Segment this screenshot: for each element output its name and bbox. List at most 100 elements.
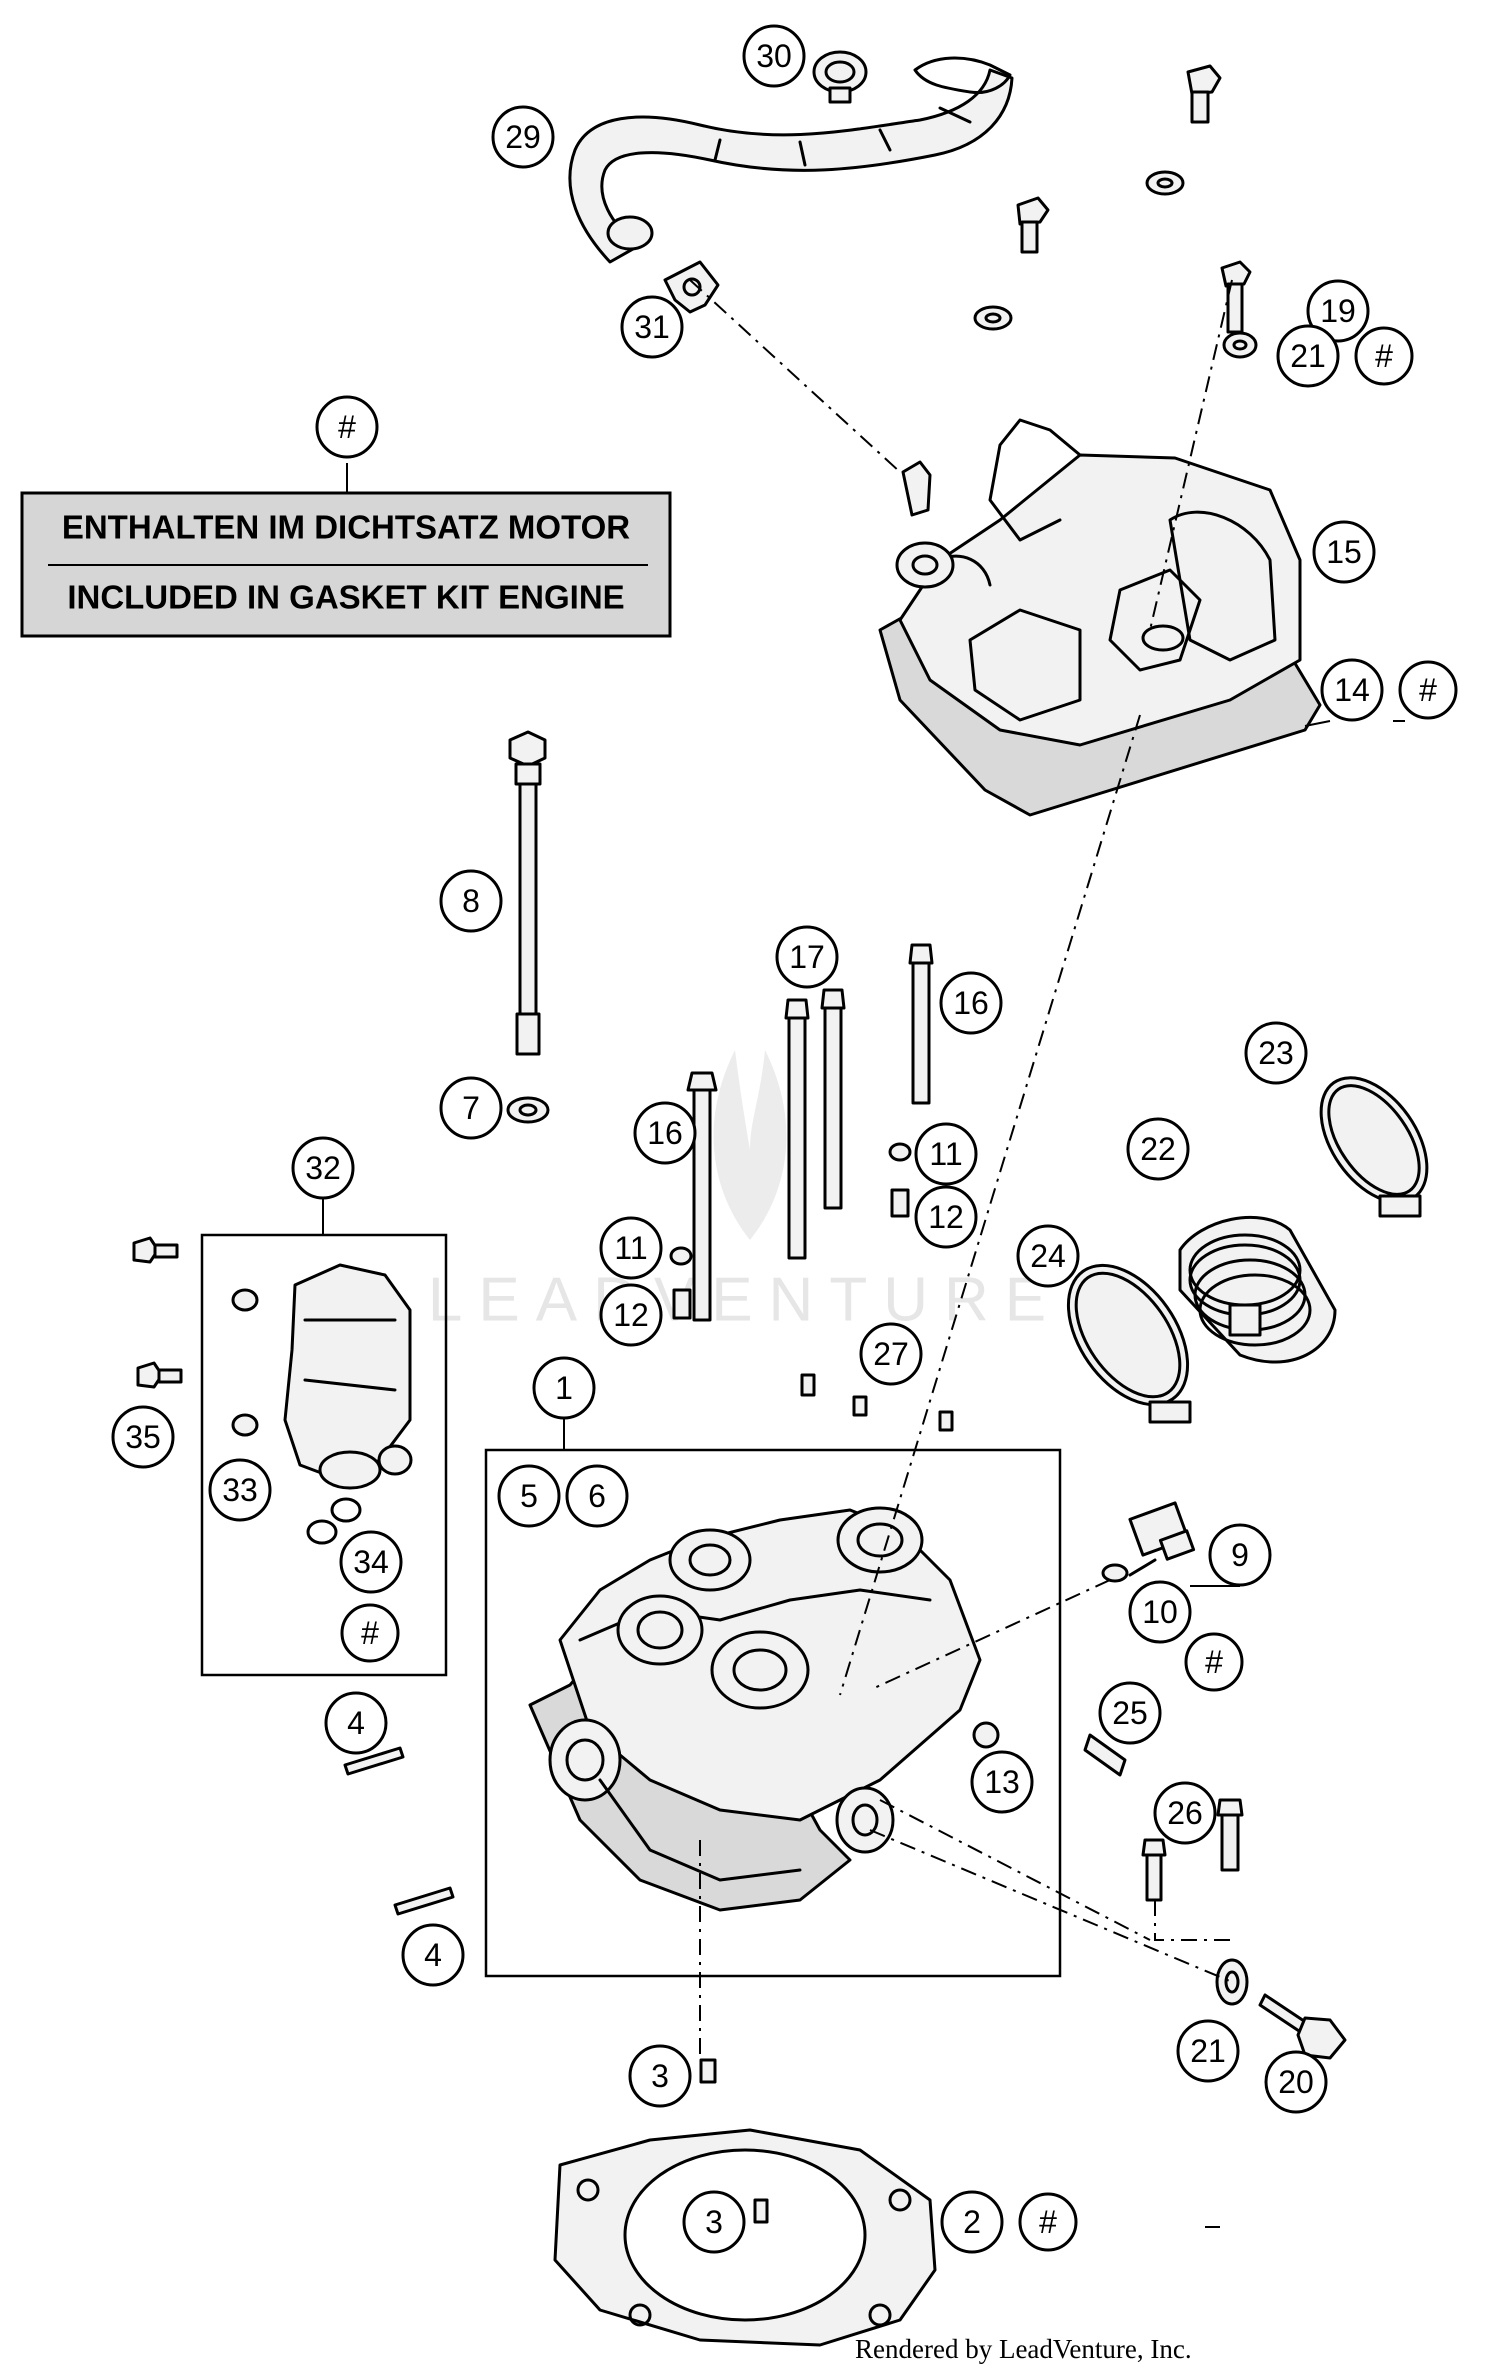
- svg-text:19: 19: [1320, 293, 1356, 329]
- callout-14-hash: #: [1398, 660, 1458, 720]
- svg-text:1: 1: [555, 1370, 573, 1406]
- svg-text:6: 6: [588, 1478, 606, 1514]
- hose-clip: [663, 260, 720, 314]
- svg-text:21: 21: [1190, 2033, 1226, 2069]
- svg-text:21: 21: [1290, 338, 1326, 374]
- svg-text:27: 27: [873, 1336, 909, 1372]
- svg-text:22: 22: [1140, 1131, 1176, 1167]
- svg-text:32: 32: [305, 1150, 341, 1186]
- callout-7: 7: [439, 1076, 503, 1140]
- small-plugs: [800, 1373, 954, 1432]
- callout-2-hash: #: [1018, 2192, 1078, 2252]
- svg-text:3: 3: [705, 2204, 723, 2240]
- svg-text:2: 2: [963, 2204, 981, 2240]
- callout-21b: 21: [1176, 2019, 1240, 2083]
- cylinder-head: [528, 1506, 982, 1912]
- svg-text:#: #: [1419, 672, 1437, 708]
- svg-text:29: 29: [505, 119, 541, 155]
- bolts-26: [1141, 1798, 1244, 1902]
- callout-26: 26: [1153, 1781, 1217, 1845]
- svg-text:9: 9: [1231, 1537, 1249, 1573]
- dowel-3: [699, 2058, 717, 2084]
- svg-text:33: 33: [222, 1472, 258, 1508]
- group-frame-1: [484, 1448, 1062, 1978]
- callout-1: 1: [532, 1356, 596, 1420]
- callout-6: 6: [565, 1464, 629, 1528]
- svg-text:26: 26: [1167, 1795, 1203, 1831]
- bolt-20-washer-21: [1215, 1958, 1347, 2060]
- head-studs: [686, 943, 934, 1322]
- callout-2: 2: [940, 2190, 1004, 2254]
- pins-4: [343, 1746, 455, 1916]
- nuts-33: [231, 1288, 259, 1437]
- svg-text:8: 8: [462, 883, 480, 919]
- svg-text:4: 4: [347, 1705, 365, 1741]
- callout-29: 29: [491, 105, 555, 169]
- svg-text:15: 15: [1326, 534, 1362, 570]
- temp-sensor: [1101, 1501, 1196, 1583]
- long-bolt: [508, 730, 547, 1056]
- plug-13: [972, 1721, 1000, 1749]
- cover-bolts-top: [973, 64, 1258, 359]
- washer-7: [506, 1096, 550, 1124]
- svg-text:#: #: [1375, 338, 1393, 374]
- callout-22: 22: [1126, 1117, 1190, 1181]
- callout-13: 13: [970, 1750, 1034, 1814]
- callout-23: 23: [1244, 1021, 1308, 1085]
- callout-11b: 11: [599, 1216, 663, 1280]
- svg-text:35: 35: [125, 1419, 161, 1455]
- svg-text:17: 17: [789, 939, 825, 975]
- callout-25: 25: [1098, 1681, 1162, 1745]
- nuts-sleeves: [669, 1142, 912, 1320]
- svg-text:10: 10: [1142, 1594, 1178, 1630]
- callout-19: 19: [1306, 279, 1370, 343]
- svg-text:7: 7: [462, 1090, 480, 1126]
- nipple-25: [1083, 1733, 1127, 1777]
- callout-3a: 3: [628, 2044, 692, 2108]
- svg-text:#: #: [1039, 2204, 1057, 2240]
- camshaft-bearing-cover: [283, 1263, 413, 1490]
- svg-text:11: 11: [614, 1230, 647, 1266]
- callout-21a-hash: #: [1354, 326, 1414, 386]
- svg-text:#: #: [338, 409, 356, 445]
- head-gasket: [553, 2128, 937, 2347]
- callout-34: 34: [339, 1530, 403, 1594]
- callout-35: 35: [111, 1405, 175, 1469]
- callout-17: 17: [775, 925, 839, 989]
- callout-15: 15: [1312, 520, 1376, 584]
- callout-10: 10: [1128, 1580, 1192, 1644]
- svg-text:5: 5: [520, 1478, 538, 1514]
- breather-hose: [568, 56, 1014, 264]
- bolts-35: [132, 1236, 183, 1389]
- svg-text:24: 24: [1030, 1238, 1066, 1274]
- svg-text:LEADVENTURE: LEADVENTURE: [428, 1266, 1062, 1335]
- callout-10-hash: #: [1184, 1632, 1244, 1692]
- intake-flange: [1178, 1215, 1337, 1364]
- svg-text:20: 20: [1278, 2064, 1314, 2100]
- intake-clamp-24: [1066, 1263, 1192, 1424]
- callout-33: 33: [208, 1458, 272, 1522]
- callout-32: 32: [291, 1136, 355, 1200]
- svg-text:31: 31: [634, 309, 670, 345]
- callouts: # 30 29 31 19 21 # 15 14 # 8 7 17 16 16 …: [111, 24, 1458, 2254]
- watermark: LEADVENTURE: [428, 1050, 1062, 1335]
- callout-14: 14: [1320, 658, 1384, 722]
- svg-text:30: 30: [756, 38, 792, 74]
- svg-text:11: 11: [929, 1136, 962, 1172]
- callout-11a: 11: [914, 1122, 978, 1186]
- callout-5: 5: [497, 1464, 561, 1528]
- svg-text:#: #: [361, 1615, 379, 1651]
- svg-text:16: 16: [647, 1115, 683, 1151]
- svg-text:3: 3: [651, 2058, 669, 2094]
- svg-text:23: 23: [1258, 1035, 1294, 1071]
- note-line-english: INCLUDED IN GASKET KIT ENGINE: [67, 579, 624, 616]
- orings-34: [306, 1497, 362, 1545]
- svg-text:12: 12: [613, 1297, 649, 1333]
- callout-8: 8: [439, 869, 503, 933]
- note-line-german: ENTHALTEN IM DICHTSATZ MOTOR: [62, 509, 630, 546]
- callout-27: 27: [859, 1322, 923, 1386]
- svg-text:12: 12: [928, 1199, 964, 1235]
- svg-text:14: 14: [1334, 672, 1370, 708]
- svg-text:4: 4: [424, 1937, 442, 1973]
